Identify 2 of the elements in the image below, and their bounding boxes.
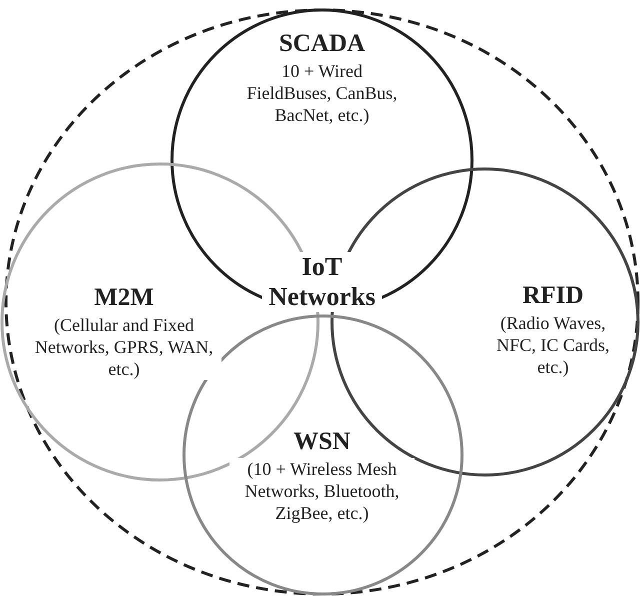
network-type-examples: (10 + Wireless Mesh Networks, Bluetooth, ZigBee, etc.)	[230, 458, 414, 524]
center-title: IoT Networks	[262, 252, 382, 312]
